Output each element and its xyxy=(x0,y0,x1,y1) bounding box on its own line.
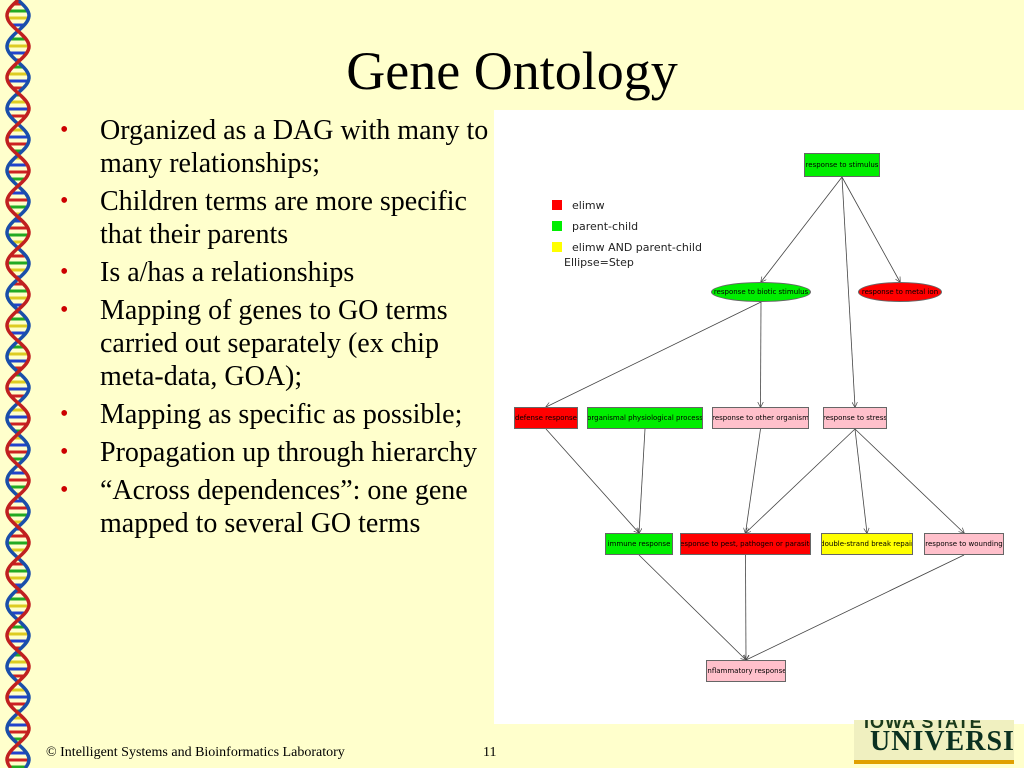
bullet-item: • Mapping of genes to GO terms carried ou… xyxy=(56,294,496,393)
helix-strand xyxy=(5,0,31,768)
slide-title: Gene Ontology xyxy=(346,41,678,101)
bullet-list: • Organized as a DAG with many to many re… xyxy=(56,114,496,545)
bullet-text: Children terms are more specific that th… xyxy=(100,186,467,250)
bullet-text: “Across dependences”: one gene mapped to… xyxy=(100,475,468,539)
legend-label: elimw AND parent-child xyxy=(572,241,702,254)
dag-edge-stress-dsb xyxy=(854,428,867,533)
dag-edge-organismal-immune xyxy=(639,428,646,533)
bullet-item: • Is a/has a relationships xyxy=(56,256,496,289)
dag-edge-defense-immune xyxy=(545,428,639,533)
dag-edge-other-pest xyxy=(746,428,761,533)
dag-edges xyxy=(494,176,1024,724)
bullet-dot-icon: • xyxy=(60,401,69,427)
go-term-node-metal: response to metal ion xyxy=(858,282,942,302)
bullet-item: • “Across dependences”: one gene mapped t… xyxy=(56,474,496,540)
go-term-node-wounding: response to wounding xyxy=(924,533,1004,555)
dag-edge-biotic-other xyxy=(761,301,762,407)
legend-item: parent-child xyxy=(552,221,702,242)
dag-edge-stress-wounding xyxy=(854,428,964,533)
legend-swatch xyxy=(552,200,562,210)
bullet-text: Mapping of genes to GO terms carried out… xyxy=(100,295,448,392)
dna-helix-decoration xyxy=(5,0,31,768)
legend-note: Ellipse=Step xyxy=(564,256,634,269)
helix-strand xyxy=(5,0,31,768)
go-term-node-dsb: double-strand break repair xyxy=(821,533,913,555)
legend: elimw parent-child elimw AND parent-chil… xyxy=(552,200,702,269)
dag-edge-stimulus-biotic xyxy=(761,176,843,282)
legend-swatch xyxy=(552,242,562,252)
dag-edge-immune-inflammatory xyxy=(638,554,746,660)
bullet-item: • Children terms are more specific that t… xyxy=(56,185,496,251)
bullet-item: • Mapping as specific as possible; xyxy=(56,398,496,431)
go-term-node-pest: response to pest, pathogen or parasite xyxy=(680,533,811,555)
go-term-node-stress: response to stress xyxy=(823,407,887,429)
bullet-dot-icon: • xyxy=(60,297,69,323)
dag-edge-stimulus-stress xyxy=(841,176,855,407)
dag-edge-biotic-defense xyxy=(546,301,762,407)
legend-swatch xyxy=(552,221,562,231)
legend-item: elimw xyxy=(552,200,702,221)
bullet-text: Organized as a DAG with many to many rel… xyxy=(100,115,489,179)
legend-item: elimw AND parent-child xyxy=(552,242,702,263)
legend-label: parent-child xyxy=(572,220,639,233)
go-term-node-immune: immune response xyxy=(605,533,673,555)
legend-label: elimw xyxy=(572,199,605,212)
bullet-text: Mapping as specific as possible; xyxy=(100,399,463,430)
dag-edge-stress-pest xyxy=(746,428,856,533)
bullet-dot-icon: • xyxy=(60,117,69,143)
dag-edge-stimulus-metal xyxy=(841,176,900,282)
bullet-item: • Propagation up through hierarchy xyxy=(56,436,496,469)
bullet-dot-icon: • xyxy=(60,188,69,214)
bullet-dot-icon: • xyxy=(60,477,69,503)
university-logo: IOWA STATE UNIVERSITY xyxy=(854,720,1014,764)
logo-main-text: UNIVERSITY xyxy=(870,726,1014,757)
bullet-text: Propagation up through hierarchy xyxy=(100,437,478,468)
dag-edge-pest-inflammatory xyxy=(746,554,747,660)
footer-copyright: © Intelligent Systems and Bioinformatics… xyxy=(46,745,345,760)
bullet-dot-icon: • xyxy=(60,259,69,285)
go-term-node-stimulus: response to stimulus xyxy=(804,153,880,177)
go-term-node-defense: defense response xyxy=(514,407,578,429)
go-term-node-biotic: response to biotic stimulus xyxy=(711,282,811,302)
dag-edge-wounding-inflammatory xyxy=(746,554,965,660)
bullet-text: Is a/has a relationships xyxy=(100,257,355,288)
go-term-node-inflammatory: inflammatory response xyxy=(706,660,786,682)
page-number: 11 xyxy=(483,745,497,760)
go-dag-diagram: elimw parent-child elimw AND parent-chil… xyxy=(494,110,1024,724)
bullet-item: • Organized as a DAG with many to many re… xyxy=(56,114,496,180)
go-term-node-organismal: organismal physiological process xyxy=(587,407,703,429)
go-term-node-other: response to other organism xyxy=(712,407,809,429)
bullet-dot-icon: • xyxy=(60,439,69,465)
logo-top-text: IOWA STATE xyxy=(864,720,983,732)
